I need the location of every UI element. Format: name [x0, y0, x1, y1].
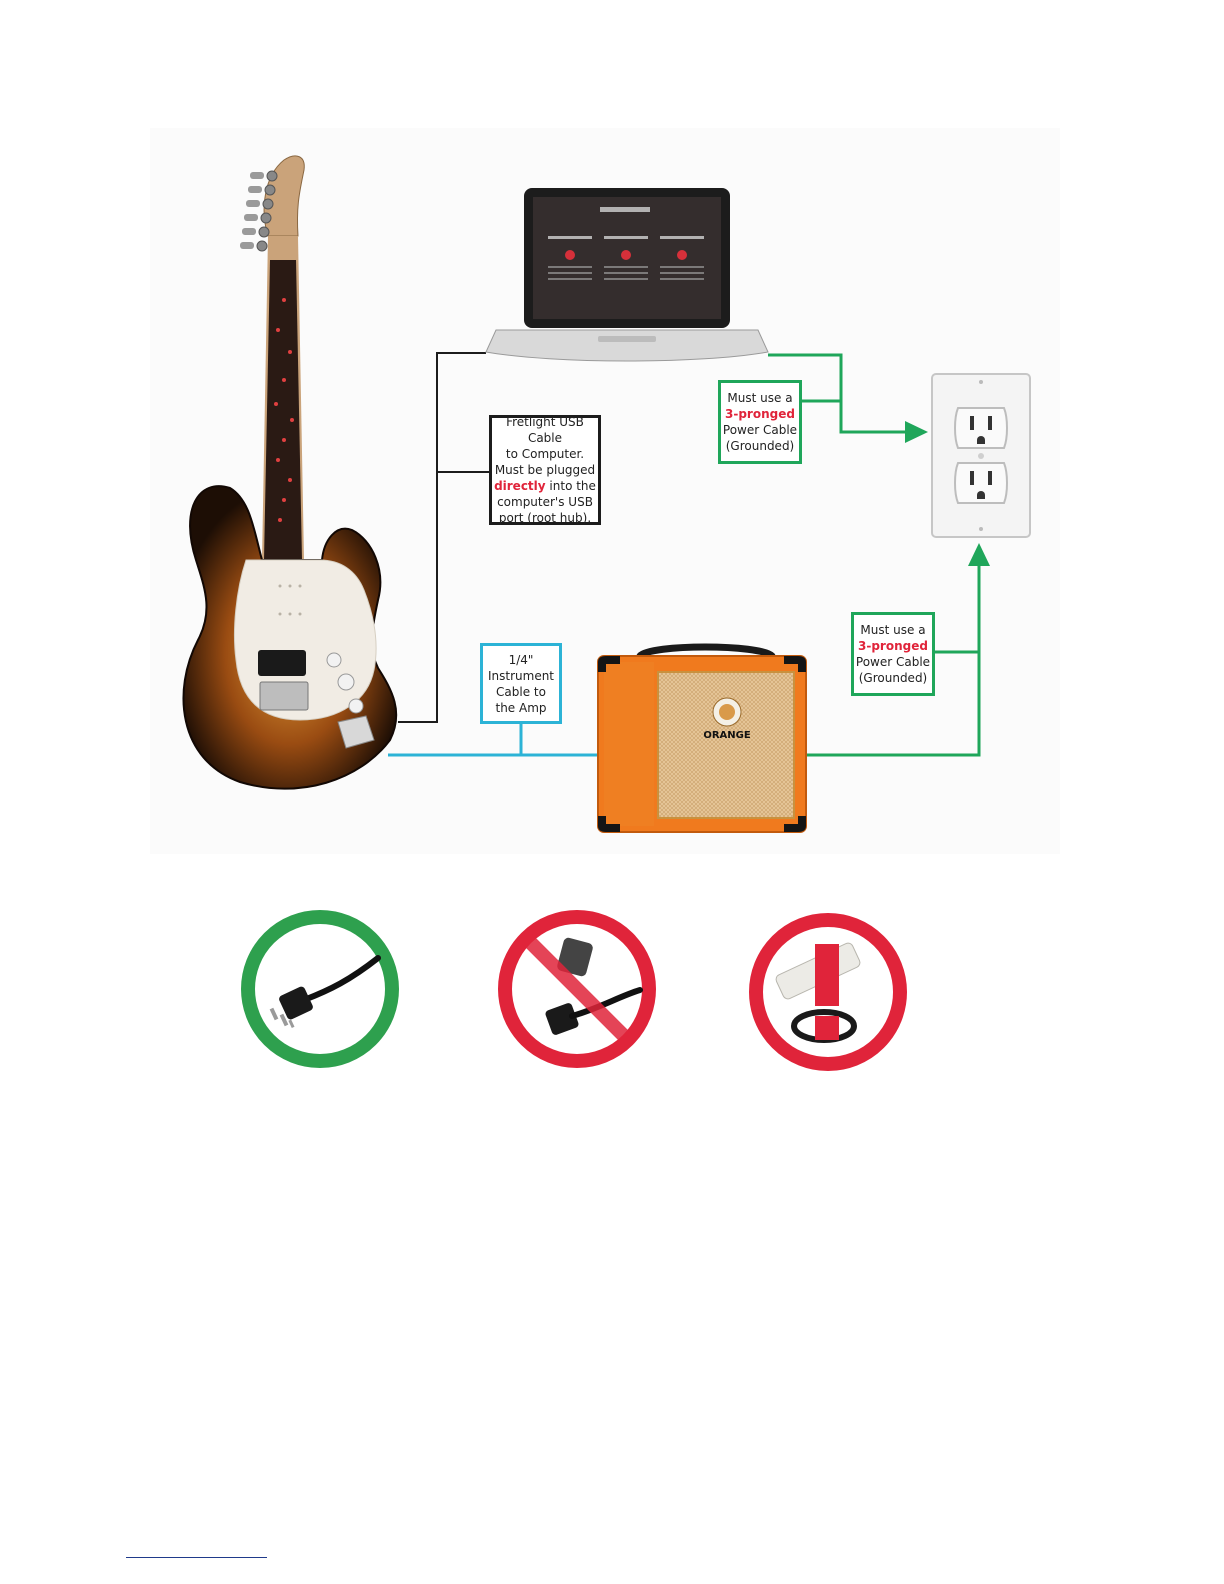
allowed-plug-icon [248, 917, 392, 1061]
amp-logo-text: ORANGE [703, 730, 751, 741]
callout-instrument-line-3: Cable to [496, 684, 546, 700]
callout-usb-line-4-rest: into the [546, 479, 596, 493]
callout-usb-line-1: Fretlight USB Cable [492, 414, 598, 446]
laptop-illustration [486, 188, 768, 361]
callout-instrument-line-1: 1/4" [509, 652, 534, 668]
callout-instrument-line-2: Instrument [488, 668, 554, 684]
callout-power-bottom-line-1: Must use a [860, 622, 925, 638]
wall-outlet-illustration [932, 374, 1030, 537]
power-strip-warning-icon [756, 920, 900, 1064]
callout-usb-line-5: computer's USB [497, 494, 593, 510]
callout-instrument-line-4: the Amp [495, 700, 546, 716]
callout-usb-emphasis: directly [494, 479, 546, 493]
callout-power-bottom-emphasis: 3-pronged [858, 638, 928, 654]
callout-power-top-line-1: Must use a [727, 390, 792, 406]
callout-power-bottom-line-4: (Grounded) [859, 670, 928, 686]
callout-usb-line-2: to Computer. [506, 446, 584, 462]
outlet-socket-top-icon [955, 408, 1007, 448]
outlet-socket-bottom-icon [955, 463, 1007, 503]
callout-power-cable-amp: Must use a 3-pronged Power Cable (Ground… [851, 612, 935, 696]
amplifier-illustration: ORANGE [598, 647, 806, 832]
callout-power-bottom-line-3: Power Cable [856, 654, 930, 670]
callout-usb-cable: Fretlight USB Cable to Computer. Must be… [489, 415, 601, 525]
callout-instrument-cable: 1/4" Instrument Cable to the Amp [480, 643, 562, 724]
callout-usb-line-4: directly into the [494, 478, 596, 494]
not-allowed-adapter-icon [505, 917, 649, 1061]
callout-usb-line-6: port (root hub). [499, 510, 591, 526]
footnote-separator [126, 1557, 267, 1558]
callout-power-top-emphasis: 3-pronged [725, 406, 795, 422]
callout-power-top-line-4: (Grounded) [726, 438, 795, 454]
callout-usb-line-3: Must be plugged [495, 462, 595, 478]
callout-power-top-line-3: Power Cable [723, 422, 797, 438]
callout-power-cable-laptop: Must use a 3-pronged Power Cable (Ground… [718, 380, 802, 464]
